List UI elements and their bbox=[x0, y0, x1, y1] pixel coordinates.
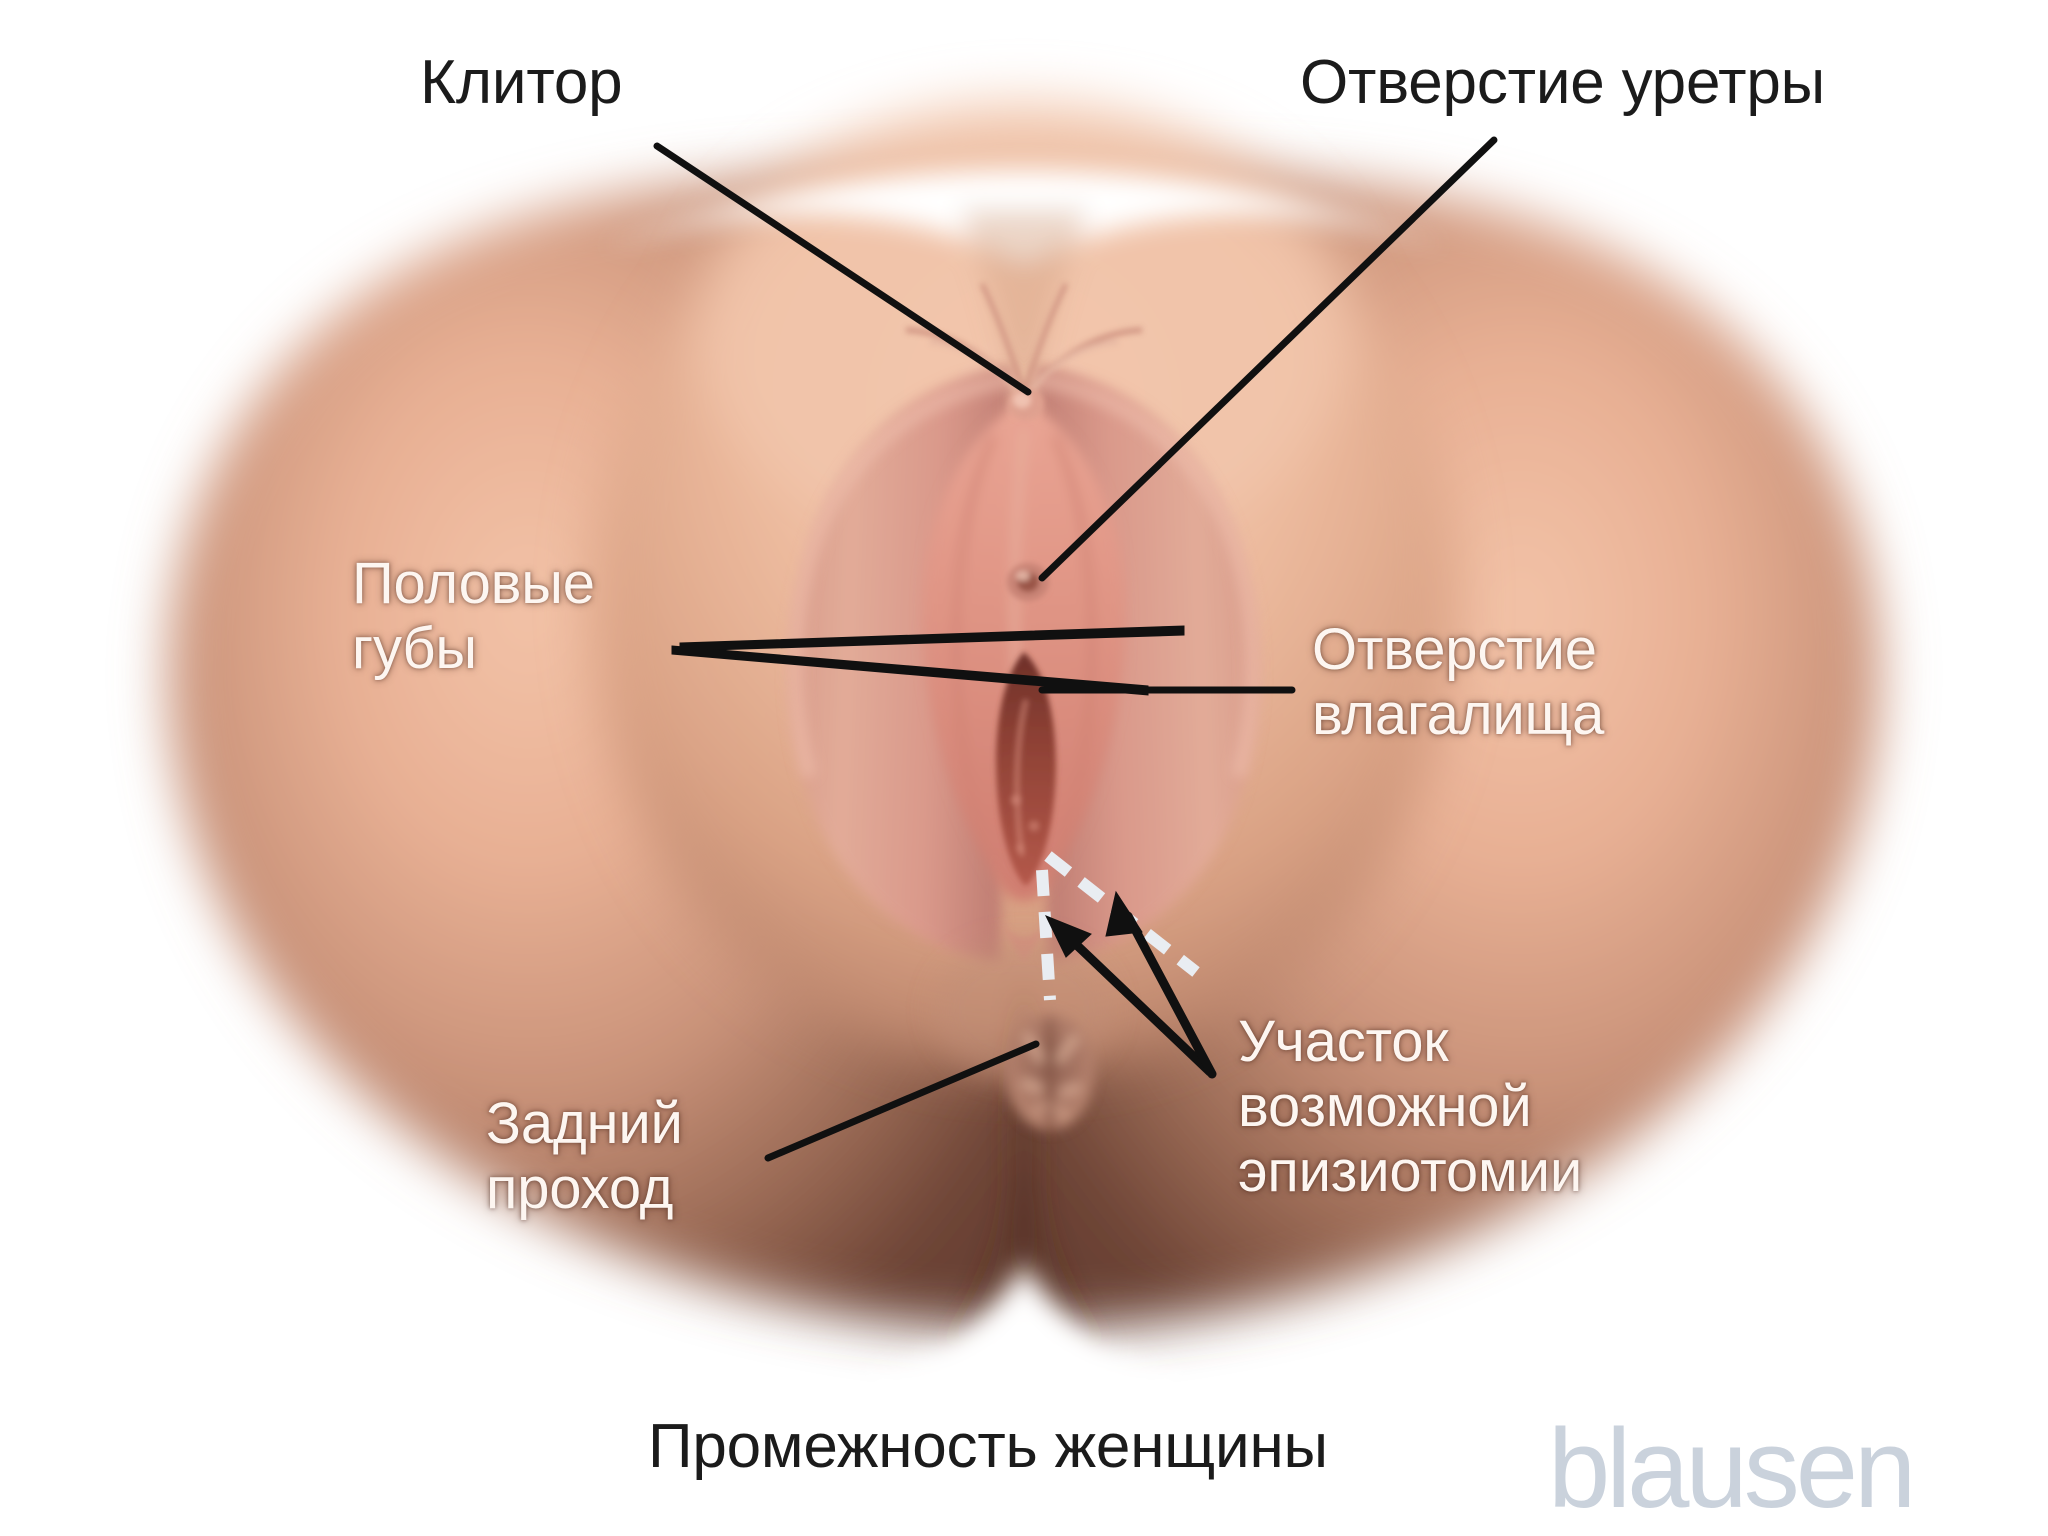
vestibule bbox=[923, 400, 1125, 901]
leader-anus bbox=[764, 1040, 1040, 1162]
arrow-head-median bbox=[1044, 915, 1092, 958]
episiotomy-arrows bbox=[1044, 890, 1217, 1079]
arrow-shaft-median bbox=[1058, 927, 1215, 1077]
label-urethral-opening: Отверстие уретры bbox=[1300, 48, 1826, 117]
label-labia: Половые губы bbox=[352, 551, 595, 681]
leader-urethra bbox=[1038, 136, 1498, 582]
median-episiotomy-dashed-line bbox=[1036, 869, 1056, 1001]
blausen-watermark: blausen bbox=[1548, 1406, 1916, 1531]
anus bbox=[1006, 1014, 1094, 1130]
label-episiotomy-site: Участок возможной эпизиотомии bbox=[1238, 1009, 1583, 1204]
mons-pubis bbox=[600, 170, 1448, 430]
clitoris-glans bbox=[1008, 388, 1044, 420]
vulva bbox=[787, 282, 1261, 962]
label-vaginal-opening: Отверстие влагалища bbox=[1312, 617, 1605, 747]
arrow-shaft-mediolateral bbox=[1123, 911, 1217, 1079]
leader-lines bbox=[653, 136, 1498, 1162]
arrow-head-mediolateral bbox=[1105, 890, 1143, 937]
vaginal-opening bbox=[996, 652, 1056, 886]
leader-clitoris bbox=[653, 142, 1032, 396]
label-clitoris: Клитор bbox=[420, 48, 623, 117]
bottom-notch bbox=[740, 1262, 1308, 1470]
urethral-opening bbox=[1007, 563, 1049, 601]
leader-labia-lower bbox=[671, 645, 1149, 696]
figure-caption: Промежность женщины bbox=[648, 1412, 1328, 1481]
label-anus: Задний проход bbox=[486, 1091, 683, 1221]
